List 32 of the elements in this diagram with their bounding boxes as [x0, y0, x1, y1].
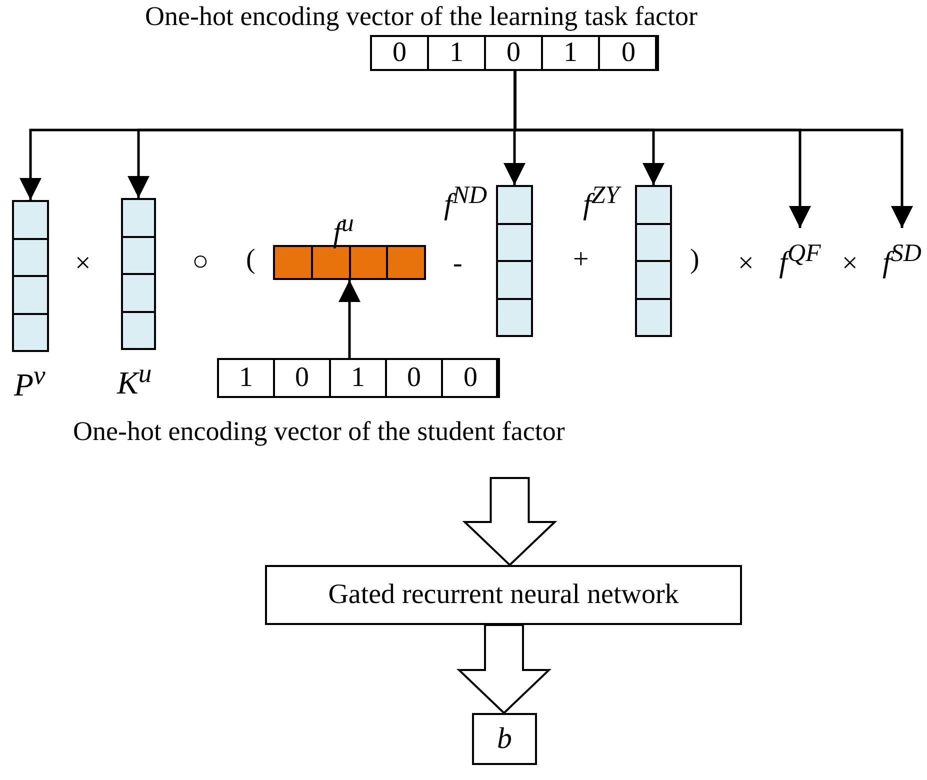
digit-cell: 1	[219, 358, 275, 398]
vector-symbol: f$^{ZY}$	[583, 183, 620, 220]
vector-symbol: f$^{SD}$	[878, 228, 926, 280]
digit-cell: 1	[331, 358, 387, 398]
block-arrow	[462, 477, 558, 566]
vector-symbol: f$^{ND}$	[444, 183, 488, 220]
arrow	[514, 71, 913, 228]
digit-cell: 0	[486, 35, 543, 71]
vector-caption: One-hot encoding vector of the student factor	[73, 418, 565, 445]
digit-cell: 0	[372, 35, 429, 71]
operator-symbol: )	[690, 246, 700, 274]
block-arrow	[456, 624, 552, 714]
digit-cell: 0	[275, 358, 331, 398]
vector-symbol: f$^{QF}$	[765, 228, 835, 280]
digit-cell: 0	[387, 358, 443, 398]
vector-symbol: K$^{u}$	[117, 360, 152, 399]
vector-caption: One-hot encoding vector of the learning task factor	[145, 3, 698, 30]
digit-cell: 0	[443, 358, 500, 398]
digit-cell: 0	[600, 35, 659, 71]
vector-symbol: P$^{v}$	[14, 362, 46, 401]
output-box: b	[472, 713, 537, 765]
digit-cell: 1	[543, 35, 600, 71]
operator-symbol: ×	[738, 250, 754, 278]
operator-symbol: ×	[842, 250, 858, 278]
operator-symbol: ×	[75, 250, 91, 278]
operator-symbol: (	[246, 246, 256, 274]
process-box: Gated recurrent neural network	[265, 565, 742, 625]
operator-symbol: -	[453, 250, 462, 278]
operator-symbol: +	[573, 246, 589, 274]
digit-cell: 1	[429, 35, 486, 71]
arrow	[338, 280, 360, 358]
operator-symbol: ○	[192, 248, 209, 276]
